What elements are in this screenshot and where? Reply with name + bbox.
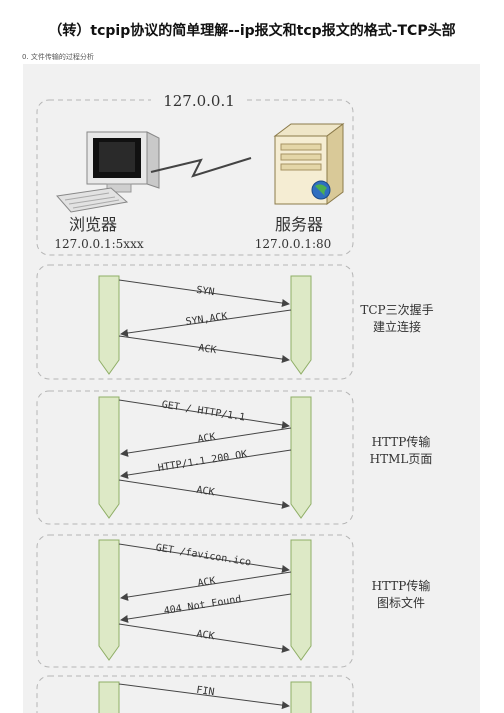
tcp-transfer-diagram: 127.0.0.1 浏览器 127.0.0.1:5xxx 服务器 127.0.0… — [23, 64, 480, 713]
note-html-line1: HTTP传输 — [372, 434, 431, 449]
message-ack: ACK — [197, 432, 217, 446]
connection-lightning-icon — [150, 157, 252, 178]
note-handshake-line1: TCP三次握手 — [360, 302, 433, 317]
section-subtitle: 0. 文件传输的过程分析 — [22, 53, 94, 61]
message-http-200: HTTP/1.1 200 OK — [157, 449, 248, 474]
http-favicon-section: GET /favicon.ico ACK 404 Not Found ACK — [36, 534, 354, 668]
tcp-handshake-section: SYN SYN,ACK ACK — [36, 264, 354, 380]
diagram-canvas: 127.0.0.1 浏览器 127.0.0.1:5xxx 服务器 127.0.0… — [36, 90, 434, 713]
message-get-favicon: GET /favicon.ico — [155, 543, 252, 569]
message-ack: ACK — [198, 343, 217, 356]
message-404: 404 Not Found — [163, 594, 242, 617]
message-syn: SYN — [196, 285, 215, 298]
message-fin: FIN — [196, 685, 215, 698]
client-label: 浏览器 — [69, 215, 117, 234]
page-title: （转）tcpip协议的简单理解--ip报文和tcp报文的格式-TCP头部 — [48, 23, 456, 39]
note-favicon-line2: 图标文件 — [377, 595, 425, 610]
note-html-line2: HTML页面 — [370, 452, 433, 466]
message-ack: ACK — [197, 576, 217, 590]
message-syn-ack: SYN,ACK — [185, 311, 228, 328]
message-ack: ACK — [196, 629, 216, 643]
message-get-root: GET / HTTP/1.1 — [161, 400, 246, 424]
note-favicon-line1: HTTP传输 — [372, 578, 431, 593]
message-ack: ACK — [196, 485, 216, 499]
note-handshake-line2: 建立连接 — [373, 319, 421, 334]
http-html-section: GET / HTTP/1.1 ACK HTTP/1.1 200 OK ACK — [36, 390, 354, 525]
client-computer-icon — [56, 131, 160, 213]
connection-close-section: FIN — [36, 675, 354, 713]
server-icon — [273, 123, 345, 205]
server-label: 服务器 — [275, 215, 323, 234]
server-address: 127.0.0.1:80 — [255, 237, 332, 251]
ip-address-label: 127.0.0.1 — [163, 92, 235, 110]
client-address: 127.0.0.1:5xxx — [54, 237, 143, 251]
